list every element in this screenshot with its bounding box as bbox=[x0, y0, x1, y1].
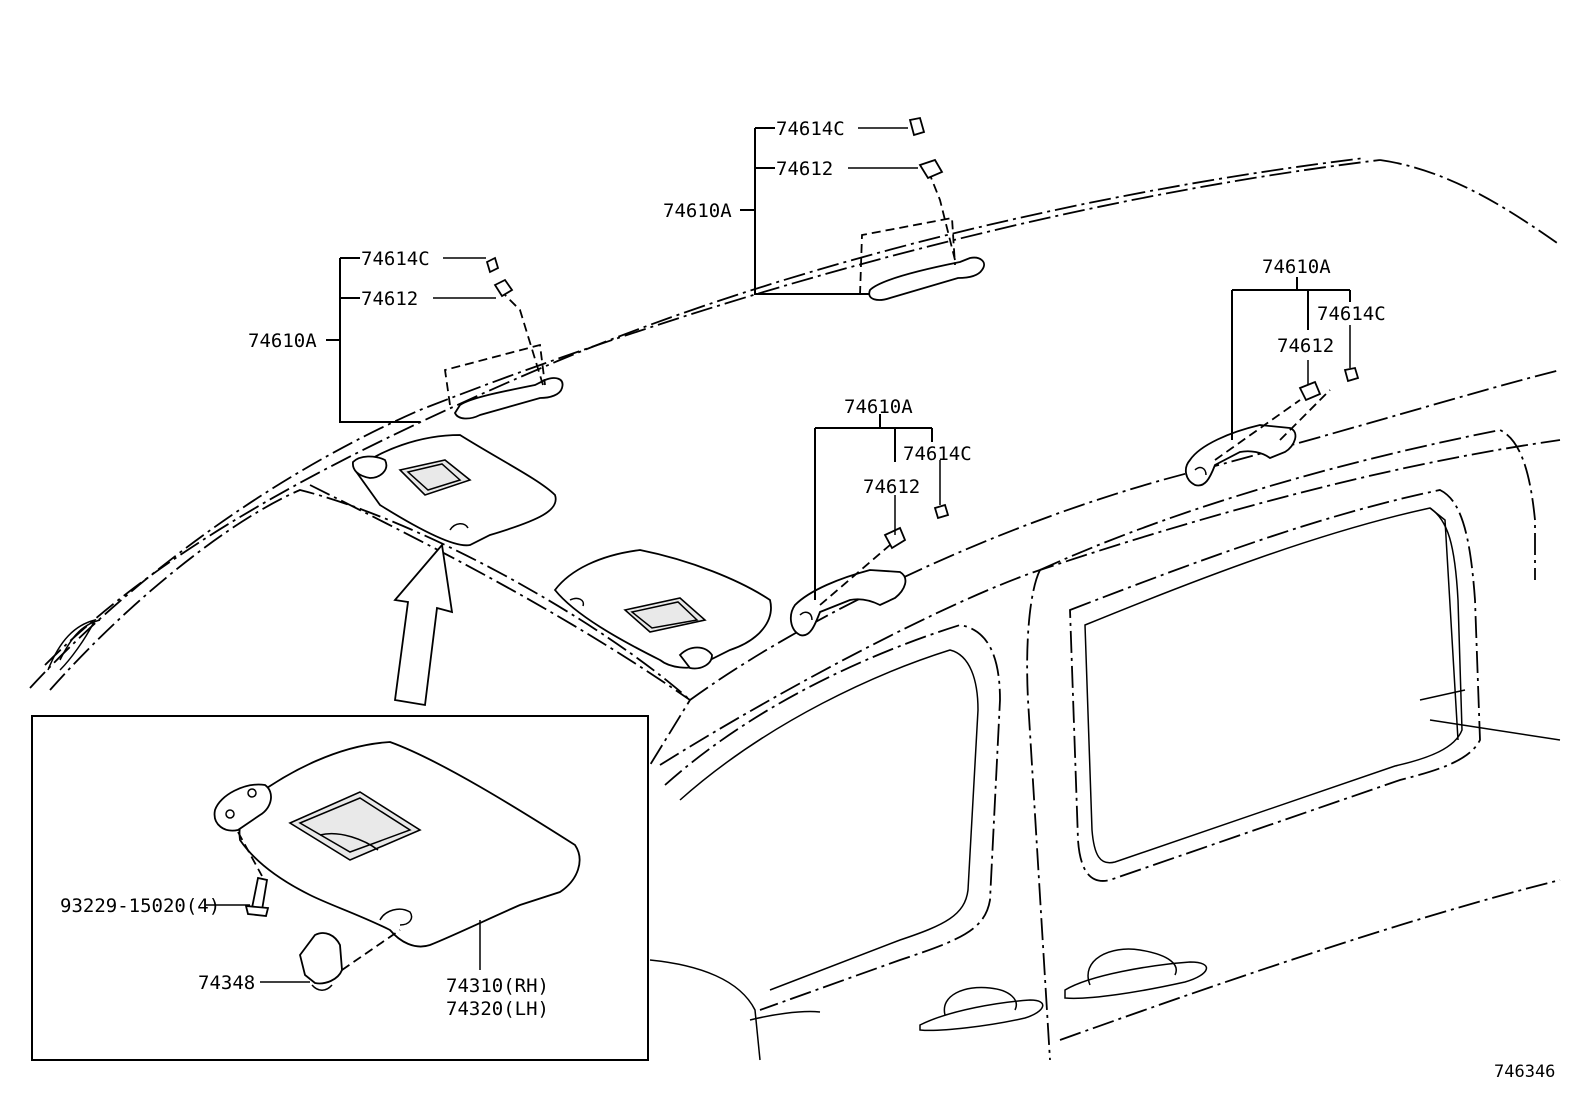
label-front-left-cap: 74614C bbox=[361, 248, 430, 270]
label-rear-cap: 74614C bbox=[1317, 303, 1386, 325]
assist-grip-front-left bbox=[443, 256, 564, 420]
visor-hinge bbox=[213, 783, 272, 832]
label-rear-assembly: 74610A bbox=[1262, 256, 1331, 278]
assist-grip-front-right bbox=[859, 116, 985, 301]
label-front-right-cap: 74614C bbox=[776, 118, 845, 140]
sun-visor-detail bbox=[238, 741, 581, 948]
label-mid-assembly: 74610A bbox=[844, 396, 913, 418]
screw bbox=[250, 876, 269, 912]
detail-inset bbox=[31, 715, 649, 1061]
diagram-id: 746346 bbox=[1494, 1062, 1555, 1082]
label-mid-bracket: 74612 bbox=[863, 476, 920, 498]
label-holder: 74348 bbox=[198, 972, 255, 994]
assist-grip-rear bbox=[1184, 366, 1360, 487]
label-screw: 93229-15020(4) bbox=[60, 895, 220, 917]
label-visor-rh: 74310(RH) bbox=[446, 975, 549, 997]
sun-visor-lh bbox=[553, 549, 772, 670]
sun-visor-rh bbox=[352, 434, 557, 547]
callout-labels: 74614C 74612 74610A 74614C 74612 74610A … bbox=[60, 118, 1555, 1082]
label-front-right-bracket: 74612 bbox=[776, 158, 833, 180]
label-front-right-assembly: 74610A bbox=[663, 200, 732, 222]
leader-lines bbox=[326, 127, 1351, 600]
label-visor-lh: 74320(LH) bbox=[446, 998, 549, 1020]
label-front-left-assembly: 74610A bbox=[248, 330, 317, 352]
vehicle-outline bbox=[29, 157, 1561, 1061]
label-mid-cap: 74614C bbox=[903, 443, 972, 465]
label-front-left-bracket: 74612 bbox=[361, 288, 418, 310]
label-rear-bracket: 74612 bbox=[1277, 335, 1334, 357]
detail-arrow bbox=[393, 542, 454, 707]
visor-holder bbox=[299, 932, 343, 985]
